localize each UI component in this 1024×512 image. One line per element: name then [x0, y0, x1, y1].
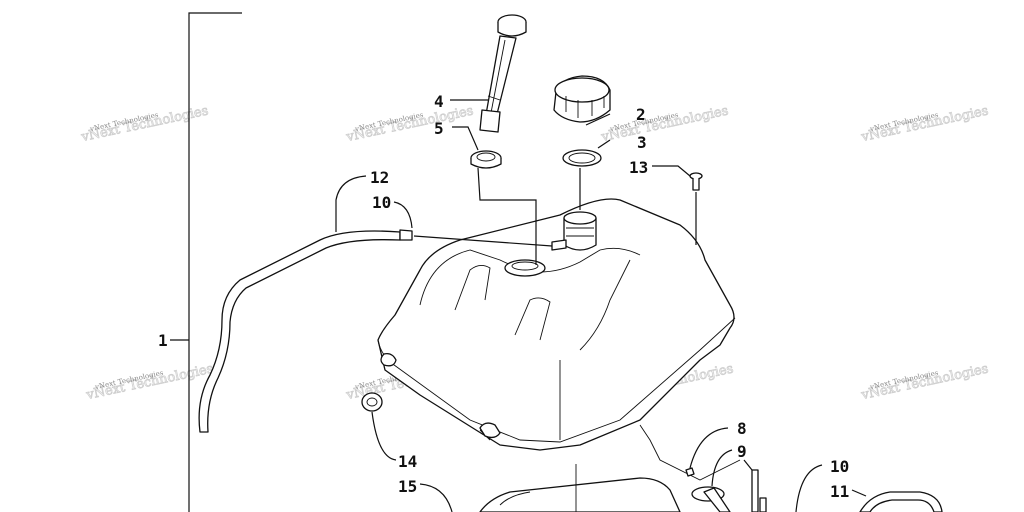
callout-5: 5	[434, 119, 444, 138]
watermark-4: vNext Technologies vNext Technologies	[859, 103, 990, 146]
callout-13: 13	[629, 158, 648, 177]
fuel-cap	[553, 75, 611, 123]
grommet	[361, 392, 383, 412]
watermark-1: vNext Technologies vNext Technologies	[79, 103, 210, 146]
petcock	[685, 467, 767, 512]
callout-8: 8	[737, 419, 747, 438]
screw	[689, 172, 703, 191]
callout-14: 14	[398, 452, 417, 471]
callout-4: 4	[434, 92, 444, 111]
callout-3: 3	[637, 133, 647, 152]
gauge-gasket	[470, 150, 502, 169]
callout-12: 12	[370, 168, 389, 187]
watermark-5: vNext Technologies vNext Technologies	[84, 361, 215, 404]
callout-10-lower: 10	[830, 457, 849, 476]
cap-o-ring	[562, 149, 602, 167]
drain-hose	[859, 491, 943, 512]
callout-1: 1	[158, 331, 168, 350]
assembly-bracket	[170, 12, 242, 512]
fuel-tank	[377, 198, 741, 481]
callout-10-upper: 10	[372, 193, 391, 212]
watermark-3: vNext Technologies vNext Technologies	[599, 103, 730, 146]
leader-lines	[335, 99, 867, 512]
fuel-gauge	[479, 14, 527, 133]
watermark-8: vNext Technologies vNext Technologies	[859, 361, 990, 404]
callout-15: 15	[398, 477, 417, 496]
callout-2: 2	[636, 105, 646, 124]
callouts: 1 2 3 4 5 8 9 10 10 11 12 13 14 15	[158, 92, 849, 501]
watermark-2: vNext Technologies vNext Technologies	[344, 103, 475, 146]
callout-9: 9	[737, 442, 747, 461]
callout-11: 11	[830, 482, 849, 501]
vent-hose	[198, 229, 413, 433]
tank-tray	[479, 464, 681, 512]
